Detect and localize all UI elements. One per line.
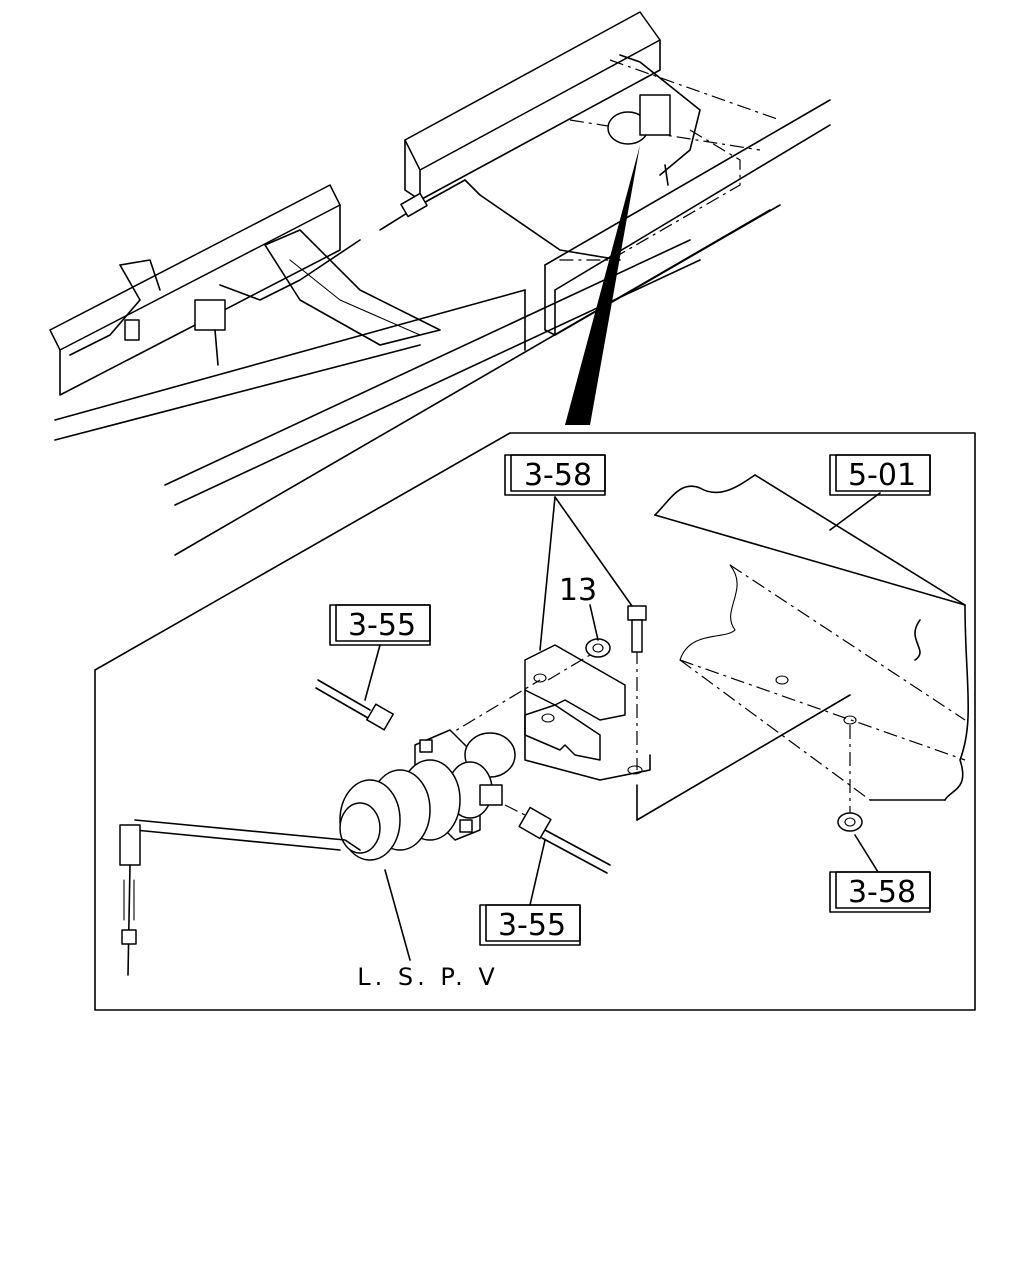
leader-lines	[364, 492, 881, 961]
callout-text-5-01: 5-01	[848, 458, 916, 493]
linkage-rod	[119, 824, 141, 976]
callout-text-3-58-top: 3-58	[524, 458, 592, 493]
lspv-valve	[134, 729, 516, 861]
mounting-bracket	[439, 644, 651, 781]
nut-13	[585, 638, 611, 658]
detail-inset-frame	[94, 432, 976, 1011]
valve-label: L. S. P. V	[357, 963, 499, 991]
callout-3-58-bottom: 3-58	[829, 871, 931, 913]
callout-text-3-58-bottom: 3-58	[848, 875, 916, 910]
callout-5-01: 5-01	[829, 454, 931, 496]
brake-pipe-upper	[315, 679, 394, 731]
callout-3-58-top: 3-58	[504, 454, 606, 496]
part-number-13: 13	[559, 573, 597, 608]
callout-3-55-bottom: 3-55	[479, 904, 581, 946]
callout-text-3-55-left: 3-55	[348, 608, 416, 643]
nut-3-58-bottom	[837, 812, 863, 832]
chassis-overview	[49, 11, 831, 556]
brake-pipe-lower	[504, 804, 611, 874]
callout-text-3-55-bottom: 3-55	[498, 908, 566, 943]
bolt-3-58	[627, 605, 647, 653]
callout-3-55-left: 3-55	[329, 604, 431, 646]
pointer-wedge	[565, 145, 640, 425]
frame-rail-5-01	[636, 474, 970, 821]
